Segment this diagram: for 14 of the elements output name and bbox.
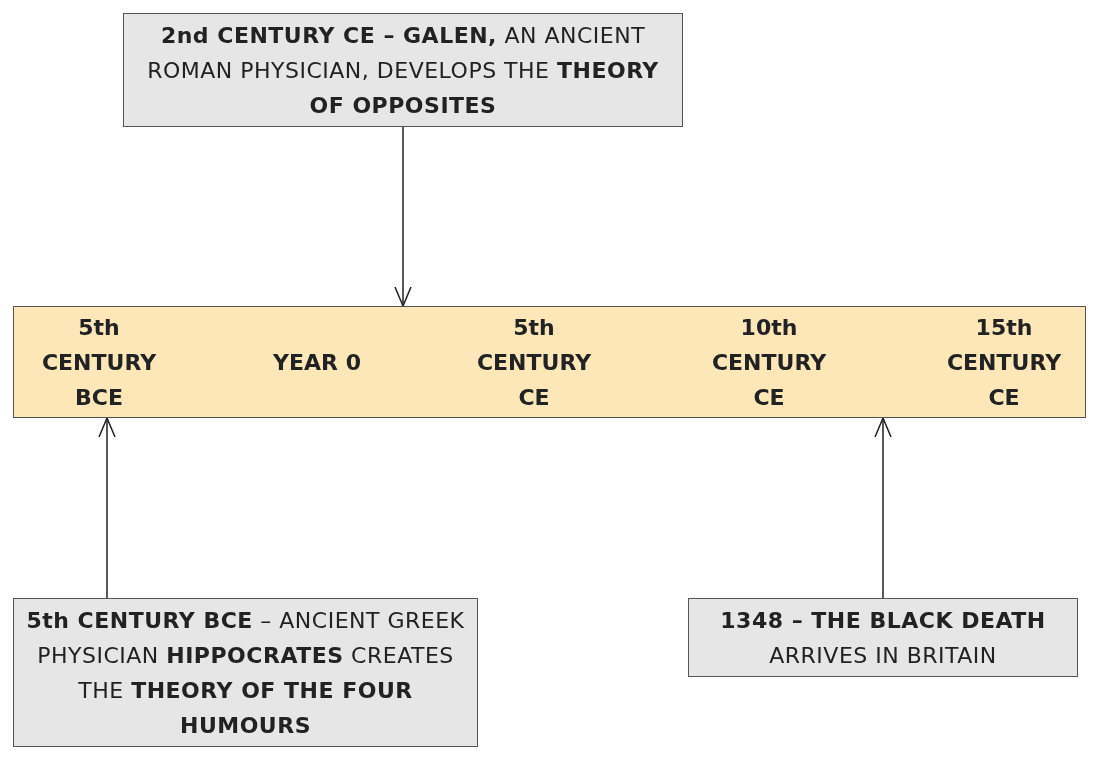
timeline-label: 10th CENTURY CE	[710, 313, 828, 412]
event-box	[123, 13, 683, 127]
event-text: 1348 – THE BLACK DEATH ARRIVES IN BRITAIN	[719, 606, 1047, 670]
timeline-label: YEAR 0	[272, 348, 362, 377]
event-box	[688, 598, 1078, 677]
arrow	[394, 126, 412, 307]
timeline-label: 5th CENTURY CE	[475, 313, 593, 412]
event-text: 5th CENTURY BCE – ANCIENT GREEK PHYSICIAN HIPPOCRATES CREATES THE THEORY OF THE FOUR HUMOURS	[25, 606, 466, 740]
arrow	[874, 417, 892, 599]
event-text: 2nd CENTURY CE – GALEN, AN ANCIENT ROMAN PHYSICIAN, DEVELOPS THE THEORY OF OPPOSITES	[146, 21, 660, 120]
timeline-band	[13, 306, 1086, 418]
timeline-label: 5th CENTURY BCE	[40, 313, 158, 412]
arrow	[98, 417, 116, 599]
timeline-label: 15th CENTURY CE	[945, 313, 1063, 412]
